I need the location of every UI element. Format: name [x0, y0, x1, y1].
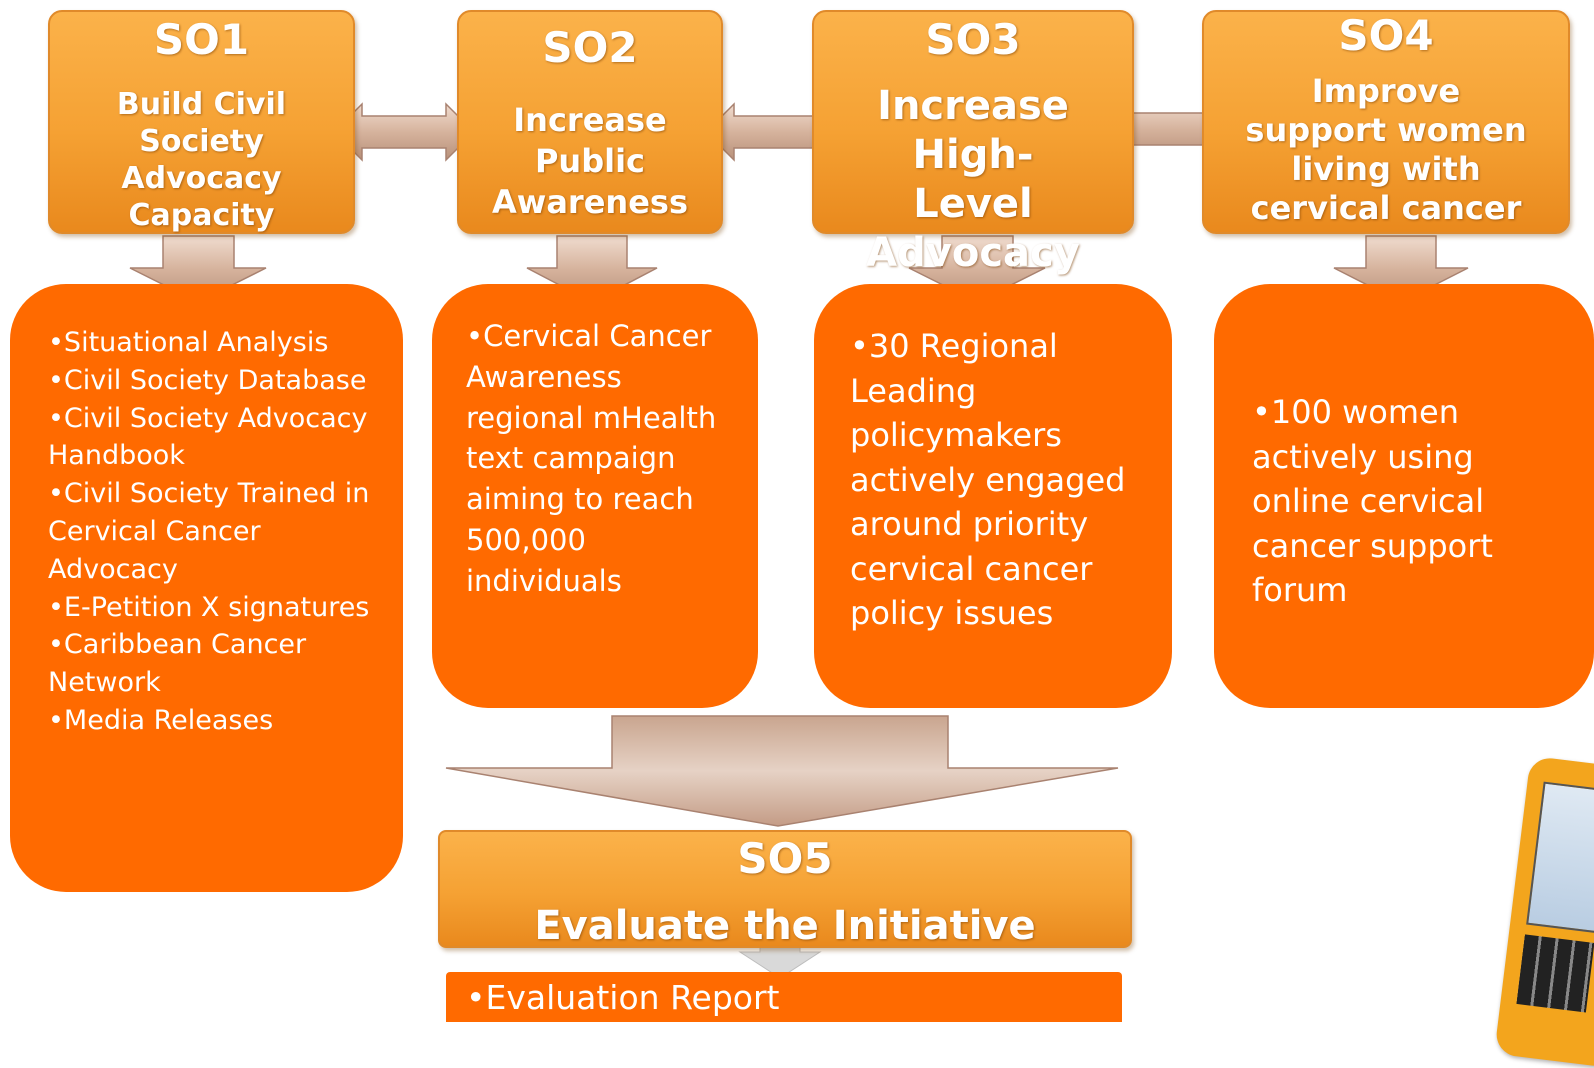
so4-box: SO4 Improve support women living with ce…: [1202, 10, 1570, 234]
so2-content: •Cervical Cancer Awareness regional mHea…: [432, 284, 758, 708]
big-down-arrow-icon: [445, 715, 1119, 827]
list-item: •Caribbean Cancer Network: [48, 629, 307, 699]
list-item: •100 women actively using online cervica…: [1252, 393, 1493, 609]
list-item: •Civil Society Advocacy Handbook: [48, 402, 368, 472]
list-item: •Civil Society Database: [48, 364, 367, 396]
phone-screen: [1526, 781, 1594, 934]
list-item: •Civil Society Trained in Cervical Cance…: [48, 478, 370, 585]
so4-output-list: •100 women actively using online cervica…: [1252, 390, 1538, 613]
list-item: •Media Releases: [48, 704, 274, 736]
so1-subtitle: Build Civil Society Advocacy Capacity: [116, 87, 287, 233]
arrows-layer: [129, 99, 1469, 979]
so1-title: SO1: [153, 15, 250, 64]
so4-title: SO4: [1338, 11, 1434, 60]
list-item: •E-Petition X signatures: [48, 591, 370, 623]
evaluation-bar: •Evaluation Report: [446, 972, 1122, 1022]
so5-subtitle: Evaluate the Initiative: [534, 903, 1036, 949]
evaluation-report-item: •Evaluation Report: [466, 978, 780, 1017]
so4-subtitle: Improve support women living with cervic…: [1245, 72, 1527, 227]
so1-box: SO1 Build Civil Society Advocacy Capacit…: [48, 10, 355, 234]
list-item: •Cervical Cancer Awareness regional mHea…: [466, 319, 717, 598]
so2-title: SO2: [542, 23, 638, 72]
list-item: •Situational Analysis: [48, 327, 329, 358]
so3-subtitle: Increase High-Level Advocacy: [866, 83, 1080, 276]
double-arrow-icon: [332, 102, 476, 162]
phone-keypad: [1516, 934, 1594, 1013]
so1-content: •Situational Analysis •Civil Society Dat…: [10, 284, 403, 892]
so3-content: •30 Regional Leading policymakers active…: [814, 284, 1172, 708]
so3-box: SO3 Increase High-Level Advocacy: [812, 10, 1134, 276]
so2-box: SO2 Increase Public Awareness: [457, 10, 723, 234]
so4-content: •100 women actively using online cervica…: [1214, 284, 1594, 708]
so3-output-list: •30 Regional Leading policymakers active…: [850, 324, 1140, 636]
so3-title: SO3: [925, 15, 1021, 64]
so2-subtitle: Increase Public Awareness: [492, 101, 688, 221]
so5-title: SO5: [737, 834, 833, 883]
so5-box: SO5 Evaluate the Initiative: [438, 830, 1132, 948]
so1-output-list: •Situational Analysis •Civil Society Dat…: [48, 324, 375, 740]
so2-output-list: •Cervical Cancer Awareness regional mHea…: [466, 316, 724, 602]
list-item: •30 Regional Leading policymakers active…: [850, 327, 1126, 632]
